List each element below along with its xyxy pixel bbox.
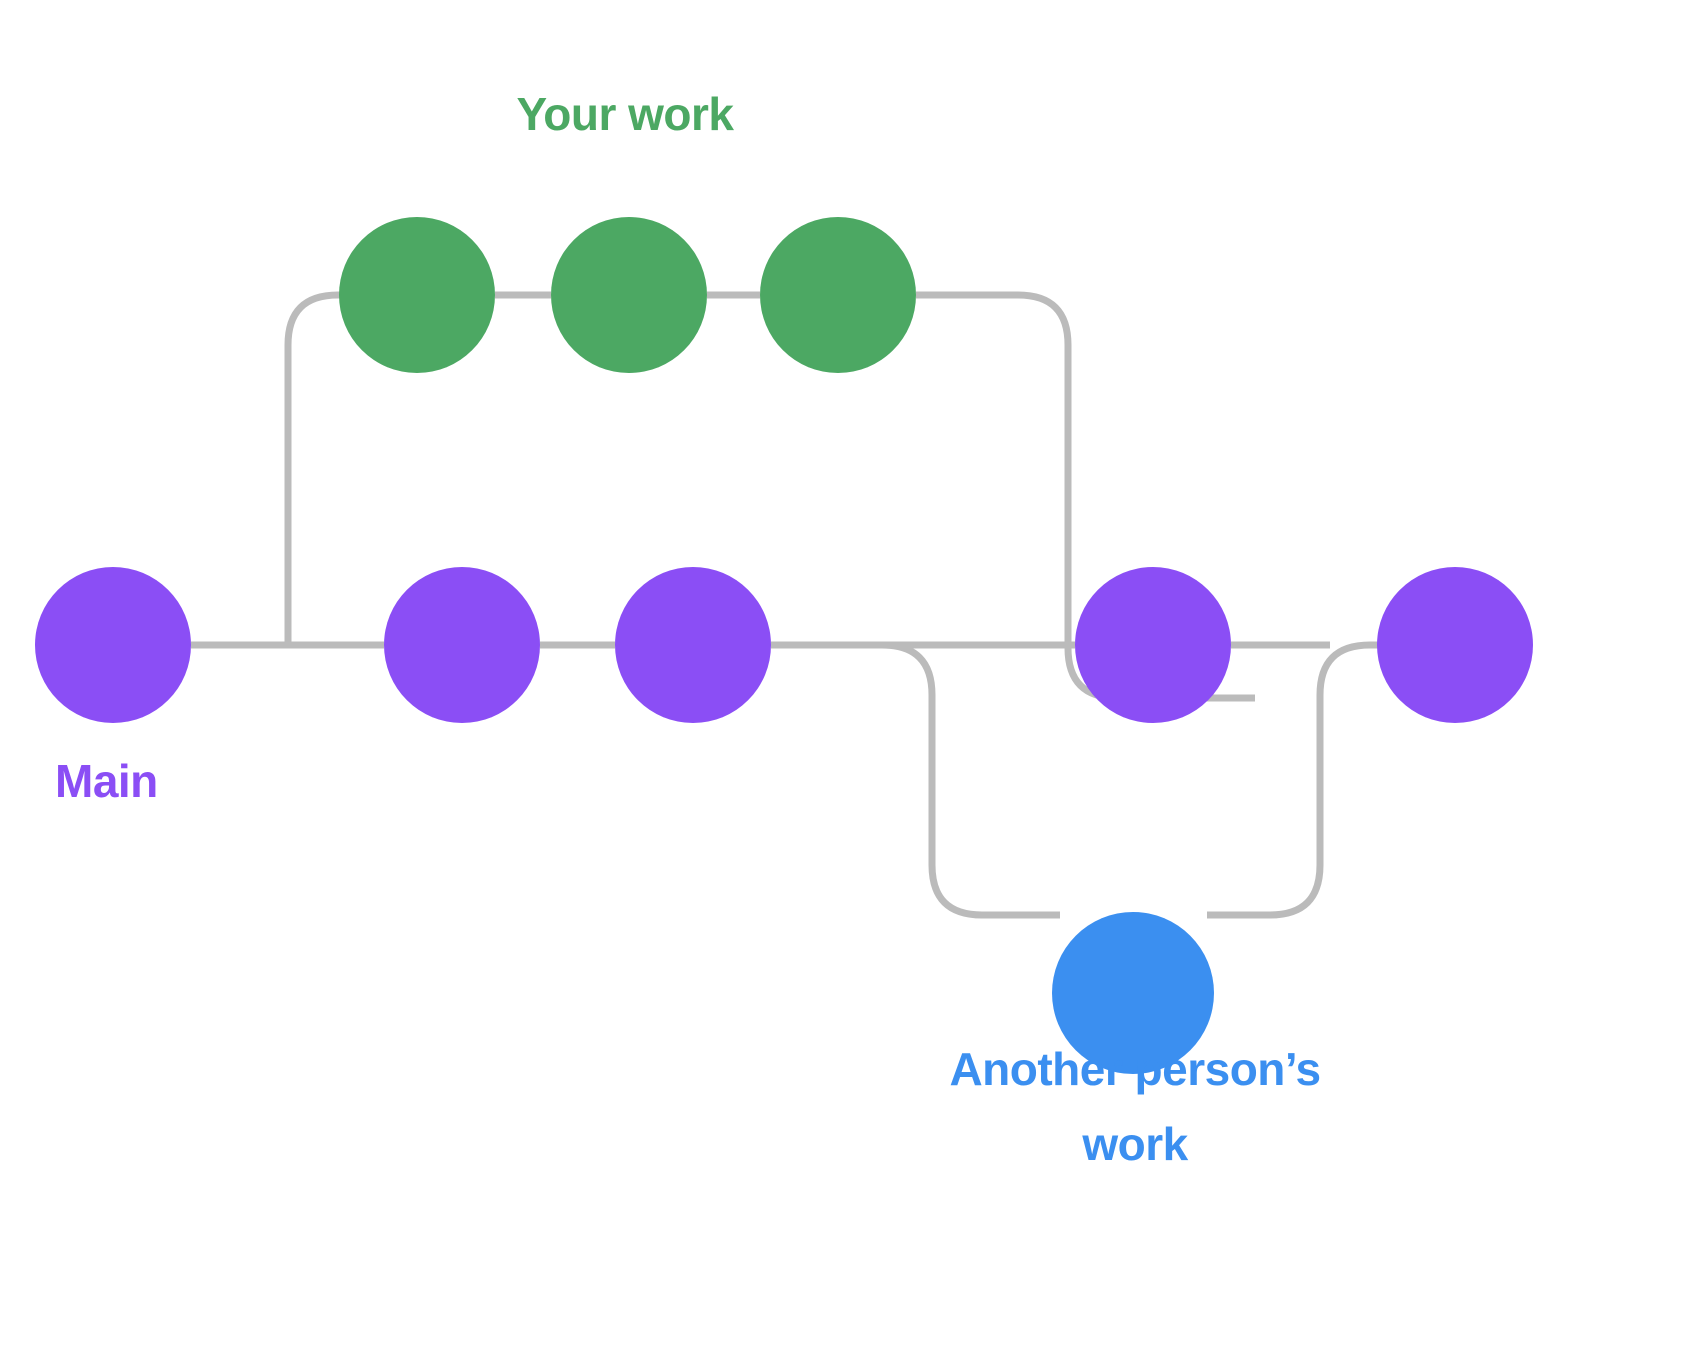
label-your-work: Your work <box>516 88 734 140</box>
label-main: Main <box>55 755 158 807</box>
commit-node-yw-c2[interactable] <box>551 217 707 373</box>
branch-another-person <box>1052 912 1214 1074</box>
commit-node-ap-c1[interactable] <box>1052 912 1214 1074</box>
branch-your-work <box>339 217 916 373</box>
label-another-person-line-1: Another person’s <box>949 1043 1320 1095</box>
commit-node-main-c1[interactable] <box>35 567 191 723</box>
label-another-person-line-2: work <box>1081 1118 1188 1170</box>
commit-node-main-c5[interactable] <box>1377 567 1533 723</box>
connector-branch-out-another-person <box>803 641 1060 919</box>
commit-node-main-c4[interactable] <box>1075 567 1231 723</box>
commit-layer <box>35 217 1533 1074</box>
connector-branch-out-your-work <box>284 291 384 645</box>
commit-node-yw-c3[interactable] <box>760 217 916 373</box>
connector-merge-in-another-person <box>1207 641 1400 919</box>
commit-node-yw-c1[interactable] <box>339 217 495 373</box>
commit-node-main-c3[interactable] <box>615 567 771 723</box>
commit-node-main-c2[interactable] <box>384 567 540 723</box>
branch-main <box>35 567 1533 723</box>
